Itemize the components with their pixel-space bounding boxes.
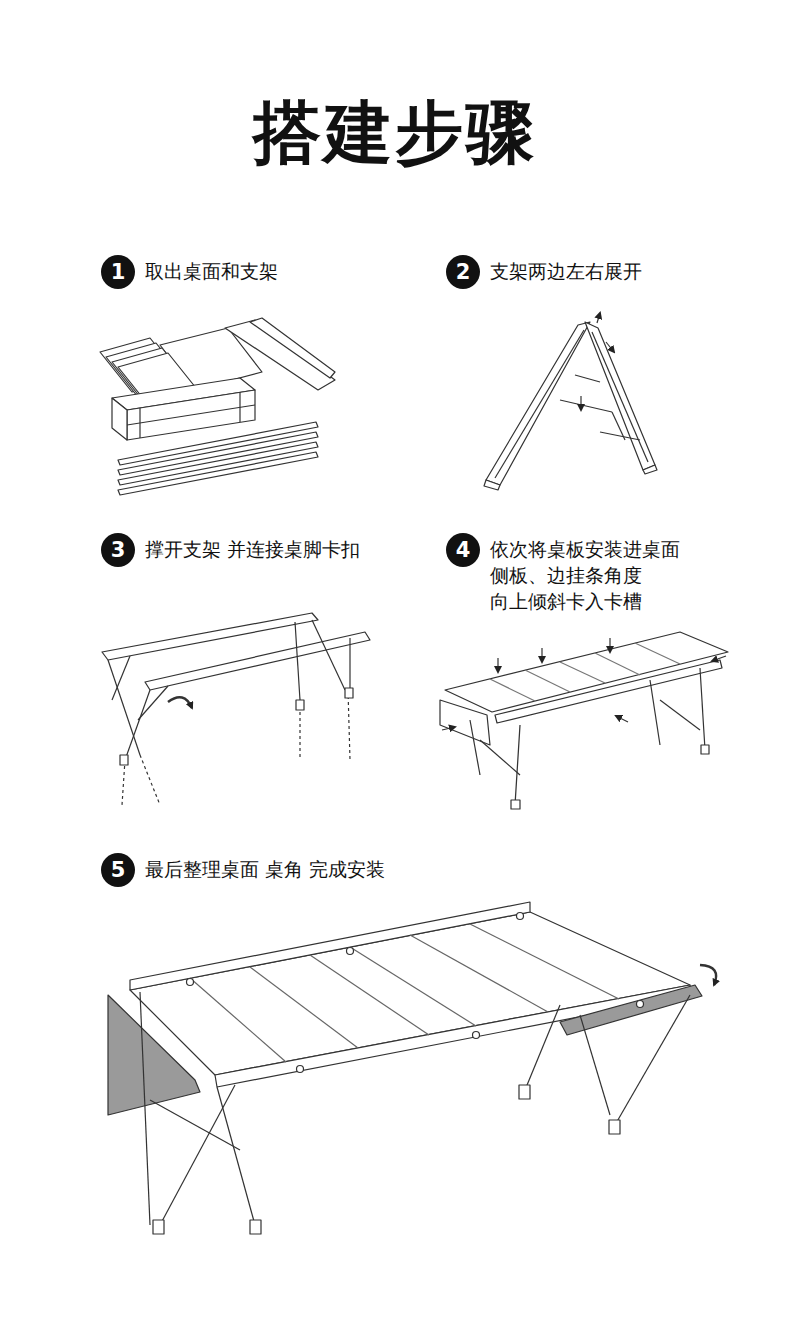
step-text: 依次将桌板安装进桌面 侧板、边挂条角度 向上倾斜卡入卡槽 [490,533,705,614]
step-number: 3 [101,533,135,567]
step-number: 2 [446,255,480,289]
step-text: 撑开支架 并连接桌脚卡扣 [145,533,360,562]
step-item: 4 依次将桌板安装进桌面 侧板、边挂条角度 向上倾斜卡入卡槽 [446,533,705,614]
step-item: 1 取出桌面和支架 [101,255,278,289]
step-text: 支架两边左右展开 [490,255,642,284]
step-text: 最后整理桌面 桌角 完成安装 [145,853,385,882]
step-number: 1 [101,255,135,289]
step-item: 2 支架两边左右展开 [446,255,642,289]
step-item: 3 撑开支架 并连接桌脚卡扣 [101,533,360,567]
page-title: 搭建步骤 [0,88,790,179]
step-number: 5 [101,853,135,887]
step-number: 4 [446,533,480,567]
step-item: 5 最后整理桌面 桌角 完成安装 [101,853,385,887]
step-text: 取出桌面和支架 [145,255,278,284]
